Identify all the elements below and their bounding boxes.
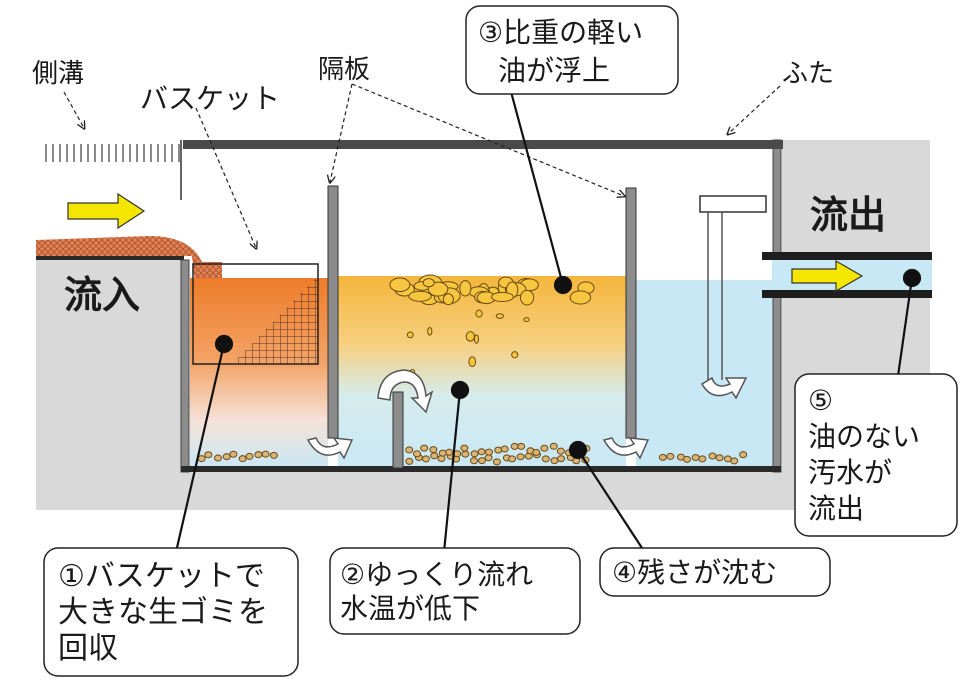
label-lid: ふた bbox=[782, 59, 834, 89]
gutter-grate bbox=[44, 143, 184, 163]
callout-step2-line1: ②ゆっくり流れ bbox=[340, 558, 533, 591]
callout-step5-line2: 油のない bbox=[808, 420, 920, 453]
callout-box-step2 bbox=[329, 547, 581, 635]
inflow-channel-block bbox=[36, 256, 184, 508]
label-gutter: 側溝 bbox=[32, 59, 84, 89]
oil-droplets bbox=[389, 274, 595, 375]
callout-step3-line2: 油が浮上 bbox=[498, 54, 610, 87]
basket bbox=[192, 263, 319, 365]
partition-plate-1 bbox=[327, 185, 339, 439]
water-zone-middle bbox=[338, 276, 626, 468]
callout-step5-line3: 汚水が bbox=[808, 456, 892, 489]
tank-left-wall bbox=[180, 259, 190, 473]
label-inflow: 流入 bbox=[64, 273, 140, 317]
circulation-arrow-icon bbox=[306, 437, 354, 460]
callout-box-step5 bbox=[794, 373, 958, 537]
inflow-arrow-icon bbox=[67, 192, 146, 230]
grease-stream bbox=[36, 236, 222, 284]
callout-box-step3 bbox=[465, 5, 679, 95]
lid bbox=[183, 140, 783, 149]
label-partition: 隔板 bbox=[318, 55, 370, 85]
outflow-block-top bbox=[782, 140, 930, 254]
callout-step1-line3: 回収 bbox=[58, 631, 118, 666]
partition-plate-2 bbox=[625, 187, 637, 439]
callout-step2-line2: 水温が低下 bbox=[340, 592, 480, 625]
callout-box-step4 bbox=[599, 547, 831, 597]
label-outflow: 流出 bbox=[810, 193, 886, 237]
label-basket: バスケット bbox=[140, 82, 280, 115]
callout-step5-line1: ⑤ bbox=[808, 384, 833, 417]
circulation-arrow-icon bbox=[602, 437, 650, 460]
outflow-arrow-icon bbox=[791, 259, 864, 293]
tank-floor bbox=[181, 466, 781, 472]
callout-step1-line1: ①バスケットで bbox=[58, 559, 265, 594]
circulation-arrow-icon bbox=[700, 376, 748, 400]
callout-step4-line1: ④残さが沈む bbox=[612, 556, 777, 589]
tank-right-wall bbox=[772, 139, 782, 473]
underflow-weir bbox=[392, 391, 404, 469]
circulation-arrow-icon bbox=[377, 369, 434, 414]
callout-step3-line1: ③比重の軽い bbox=[478, 16, 643, 49]
callout-step1-line2: 大きな生ゴミを bbox=[58, 595, 268, 630]
callout-step5-line4: 流出 bbox=[808, 492, 864, 525]
water-zone-right bbox=[636, 280, 774, 468]
callout-box-step1 bbox=[43, 547, 299, 677]
tank-base bbox=[36, 470, 930, 510]
sediment-debris bbox=[197, 442, 748, 466]
